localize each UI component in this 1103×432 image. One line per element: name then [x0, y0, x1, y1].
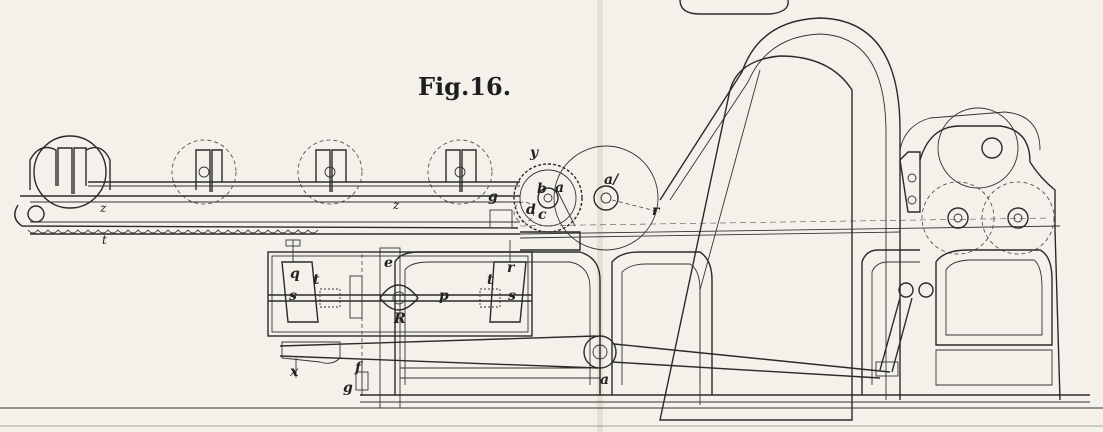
label-r-box: r — [507, 260, 516, 276]
conveyor-assembly — [14, 135, 520, 235]
label-a-gear: a — [555, 180, 564, 196]
label-c: c — [538, 207, 547, 223]
label-e: e — [384, 255, 393, 271]
label-R: R — [393, 311, 406, 327]
label-r-top: r — [652, 203, 661, 219]
belt-drive — [279, 282, 934, 396]
label-p: p — [439, 288, 449, 304]
label-t-right: t — [487, 272, 494, 288]
label-f: f — [354, 360, 364, 376]
label-d: d — [526, 202, 536, 218]
label-q: q — [290, 266, 300, 282]
label-a-prime: a/ — [604, 172, 620, 188]
label-t-left: t — [313, 272, 320, 288]
label-b: b — [537, 181, 547, 197]
label-t-low: t — [102, 233, 107, 247]
roller-stack — [899, 107, 1061, 401]
figure-title: Fig.16. — [418, 72, 511, 101]
label-x: x — [289, 364, 299, 380]
label-g-bottom: g — [343, 380, 353, 396]
label-s-left: s — [289, 288, 297, 304]
label-s-right: s — [508, 288, 516, 304]
label-z-left: z — [99, 201, 107, 215]
label-y-top: y — [529, 145, 539, 161]
arch-housing — [659, 17, 901, 421]
label-z-mid: z — [392, 198, 400, 212]
traverse-box — [267, 239, 533, 388]
part-labels: y a/ b a c d r g z z t e q t t r s s p R… — [99, 145, 661, 396]
label-a-bottom: a — [600, 372, 609, 388]
label-g-small: g — [488, 189, 498, 205]
gear-train — [513, 145, 661, 251]
top-cartouche — [679, 0, 789, 15]
